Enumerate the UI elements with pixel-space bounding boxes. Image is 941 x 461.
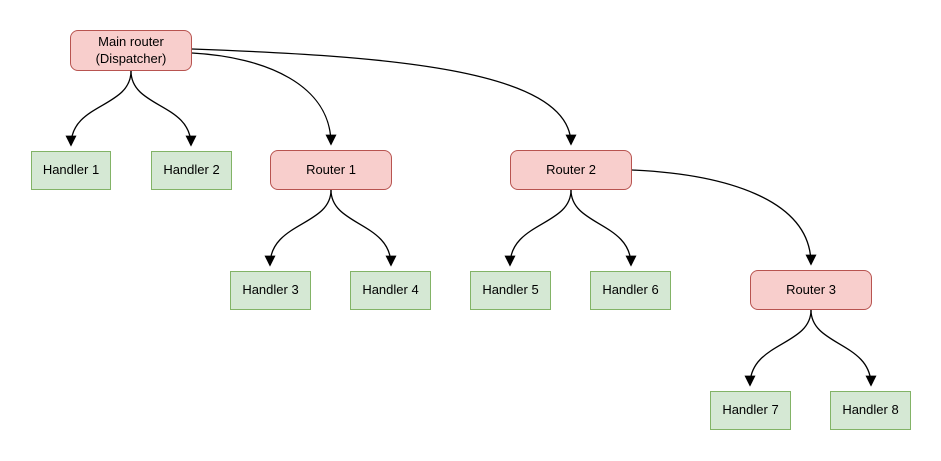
node-main-router: Main router (Dispatcher) [70,30,192,71]
node-handler-1: Handler 1 [31,151,111,190]
edge-main-to-handler2 [130,70,197,147]
node-handler-4: Handler 4 [350,271,431,310]
edge-router1-to-handler4 [330,189,397,267]
node-handler-7: Handler 7 [710,391,791,430]
node-handler-5: Handler 5 [470,271,551,310]
edge-main-to-router2 [191,48,577,146]
edge-router1-to-handler3 [264,189,332,267]
edge-router2-to-router3 [631,169,817,266]
node-router-3: Router 3 [750,270,872,310]
node-handler-3: Handler 3 [230,271,311,310]
node-handler-6: Handler 6 [590,271,671,310]
node-router-2: Router 2 [510,150,632,190]
edge-router2-to-handler5 [504,189,572,267]
edge-main-to-handler1 [65,70,132,147]
node-handler-2: Handler 2 [151,151,232,190]
node-router-1: Router 1 [270,150,392,190]
edge-main-to-router1 [191,52,337,146]
node-handler-8: Handler 8 [830,391,911,430]
edge-router3-to-handler7 [744,309,812,387]
edge-router3-to-handler8 [810,309,877,387]
edge-router2-to-handler6 [570,189,637,267]
